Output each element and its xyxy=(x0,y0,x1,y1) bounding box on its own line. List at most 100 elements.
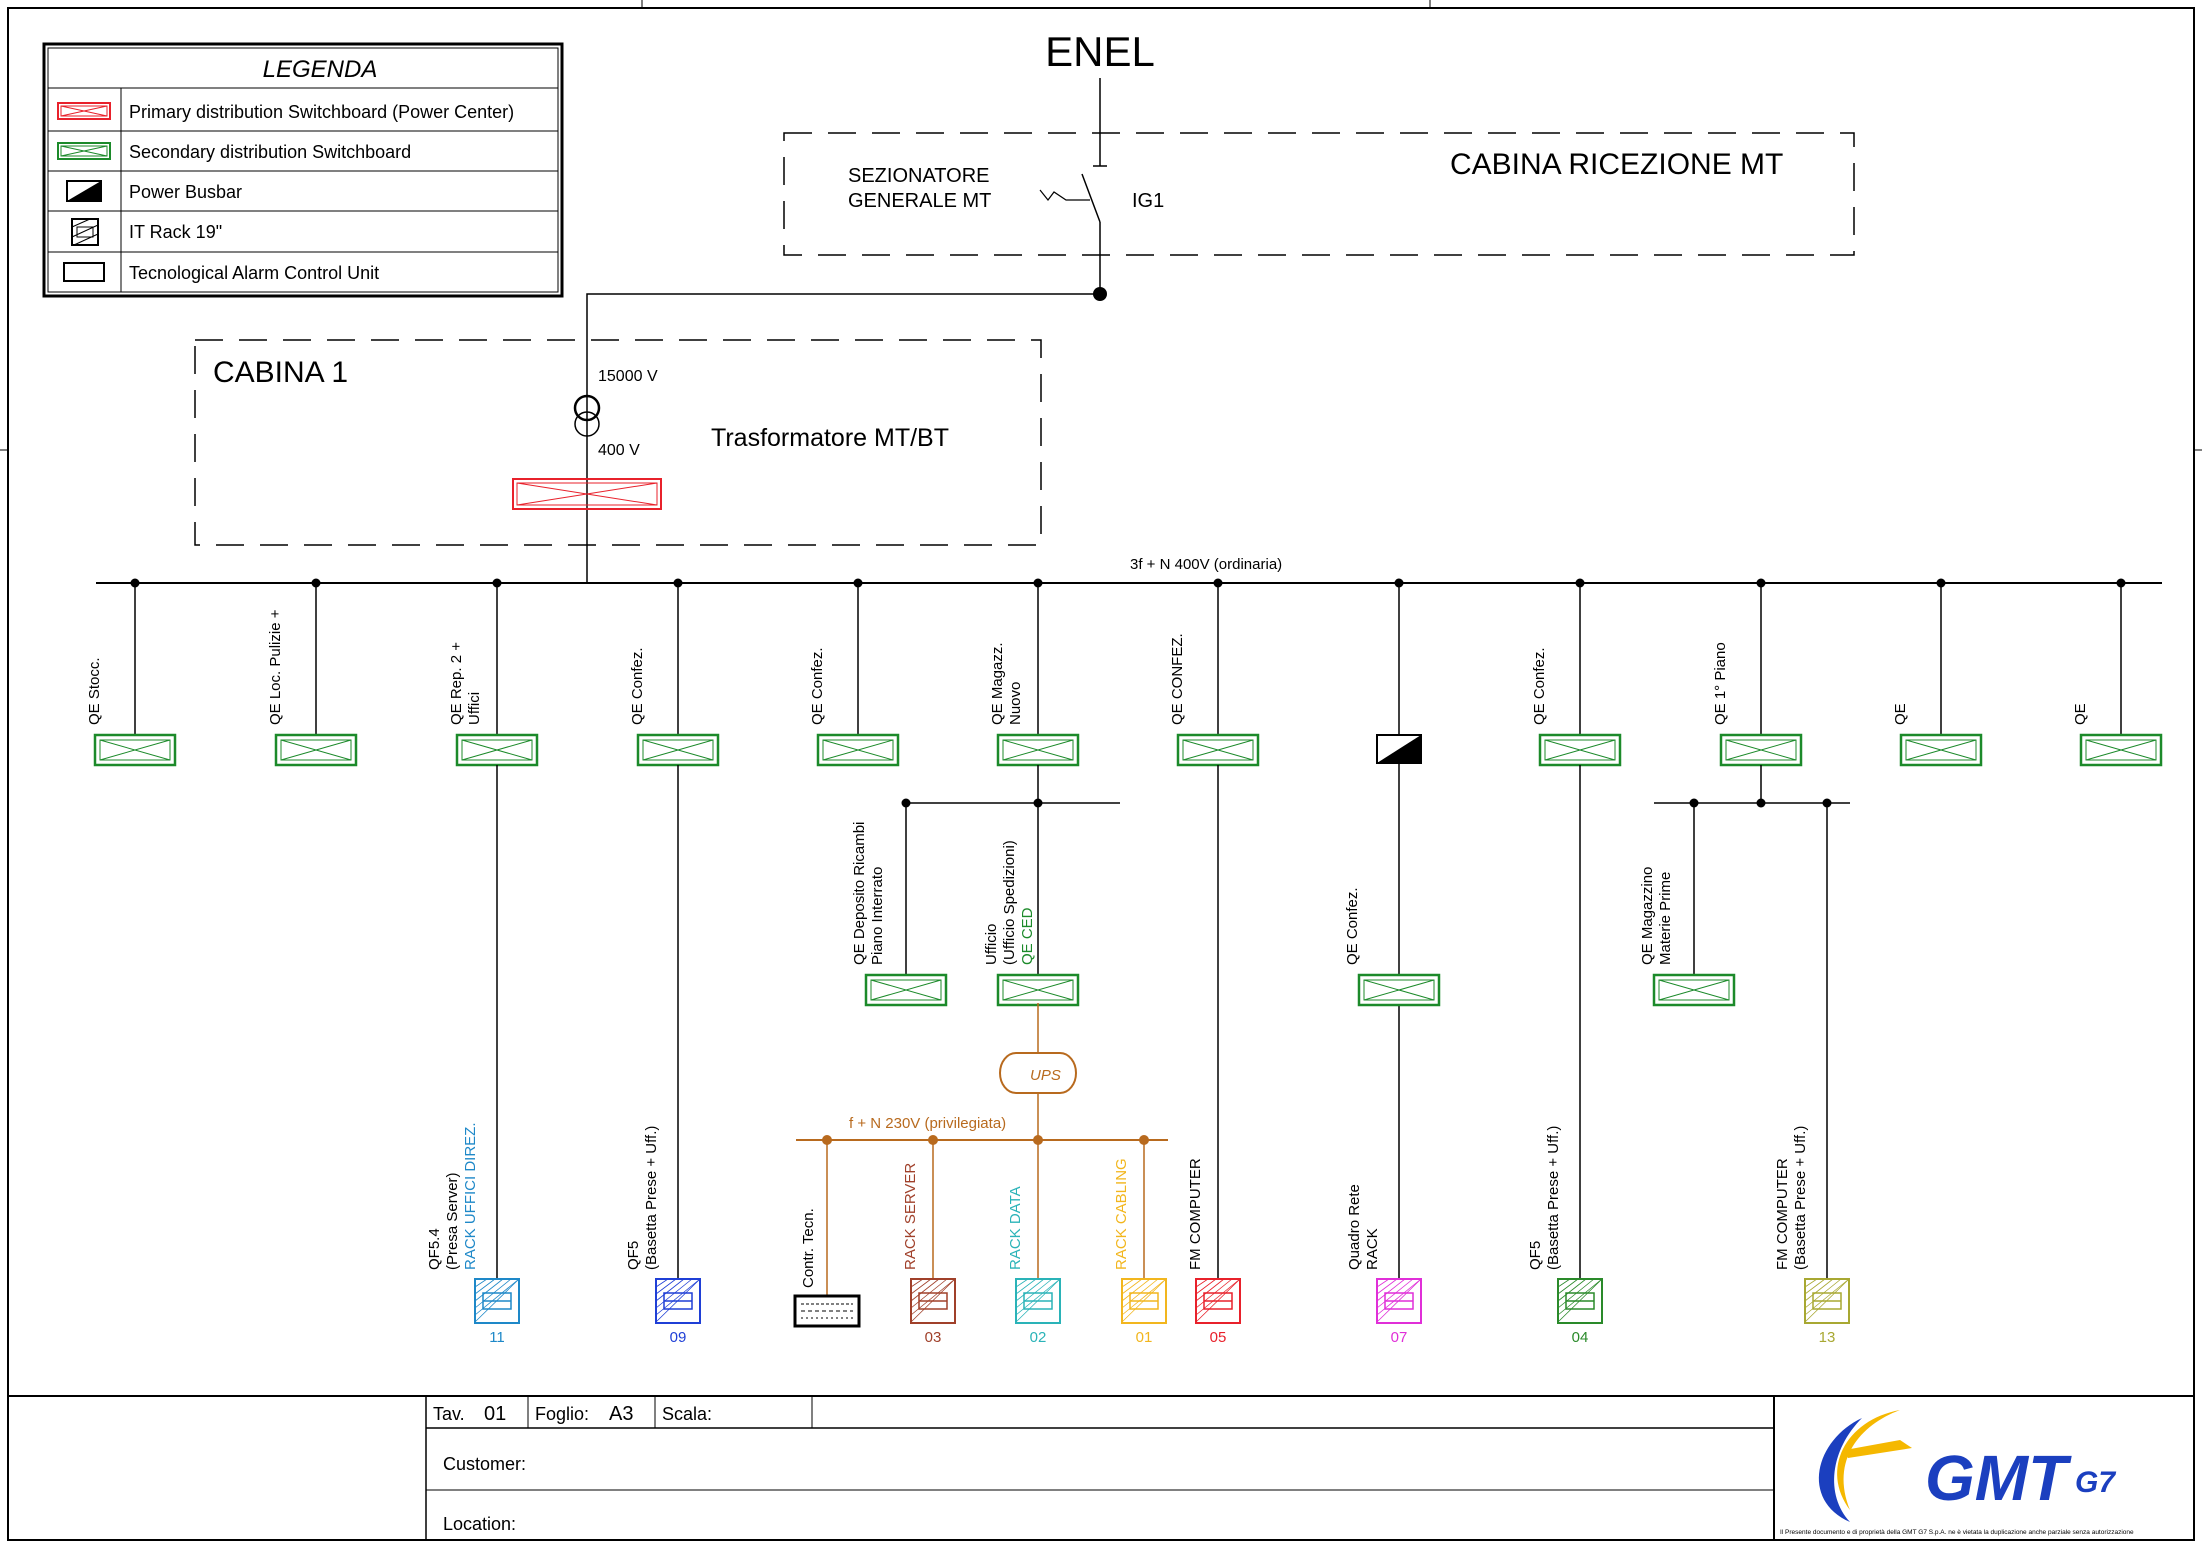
tav-label: Tav. xyxy=(433,1404,465,1424)
feeder-3: QE Rep. 2 +Uffici xyxy=(448,642,539,767)
rack-number: 13 xyxy=(1819,1329,1836,1346)
cabin-1: CABINA 1 15000 V 400 V Trasformatore MT/… xyxy=(194,293,1100,583)
secondary-switchboard xyxy=(1652,973,1736,1007)
gmt-logo: GMT G7 xyxy=(1818,1410,2116,1522)
sub-board-label: QE Confez. xyxy=(1344,887,1361,965)
legend-label-alarm-unit: Tecnological Alarm Control Unit xyxy=(129,263,379,283)
rack-number: 11 xyxy=(489,1329,505,1346)
rack-label: Quadro Rete xyxy=(1346,1184,1363,1270)
it-rack-03: 03 RACK SERVER xyxy=(902,1163,956,1346)
rack-label-2: (Presa Server) xyxy=(444,1172,461,1270)
rack-label-2: (Basetta Prese + Uff.) xyxy=(643,1126,660,1270)
title-block: Tav. 01 Foglio: A3 Scala: Customer: Loca… xyxy=(8,1395,2194,1540)
legend-label-primary: Primary distribution Switchboard (Power … xyxy=(129,102,514,122)
legend-label-busbar: Power Busbar xyxy=(129,182,242,202)
it-rack-04: 04 QF5(Basetta Prese + Uff.) xyxy=(1527,1126,1603,1346)
sub-board-label-2: Piano Interrato xyxy=(869,867,886,965)
feeder-1: QE Stocc. xyxy=(86,657,177,767)
ups-label: UPS xyxy=(1030,1067,1061,1084)
secondary-switchboard xyxy=(2079,733,2163,767)
rack-label: RACK DATA xyxy=(1007,1186,1024,1270)
alarm-control-unit xyxy=(793,1294,861,1328)
secondary-switchboard xyxy=(1357,973,1441,1007)
rack-label: RACK SERVER xyxy=(902,1163,919,1270)
rack-label-2: RACK xyxy=(1364,1228,1381,1270)
feeder-label: QE CONFEZ. xyxy=(1169,633,1186,725)
feeder-10: QE 1° Piano xyxy=(1712,642,1803,767)
location-label: Location: xyxy=(443,1514,516,1534)
disclaimer: Il Presente documento e di proprietà del… xyxy=(1780,1529,2134,1536)
transformer-label: Trasformatore MT/BT xyxy=(711,424,949,452)
voltage-primary: 15000 V xyxy=(598,368,658,385)
secondary-switchboard xyxy=(816,733,900,767)
feeder-5: QE Confez. xyxy=(809,647,900,767)
foglio-label: Foglio: xyxy=(535,1404,589,1424)
rack-number: 07 xyxy=(1391,1329,1408,1346)
secondary-switchboard xyxy=(1719,733,1803,767)
feeder-label: QE Magazz. xyxy=(989,642,1006,725)
drawing-frame xyxy=(7,7,2195,1541)
secondary-switchboard xyxy=(636,733,720,767)
it-rack-09: 09 QF5(Basetta Prese + Uff.) xyxy=(625,1126,701,1346)
feeder-label: QE Confez. xyxy=(809,647,826,725)
secondary-switchboard xyxy=(996,973,1080,1007)
cabin-1-title: CABINA 1 xyxy=(213,356,348,389)
rack-label: QF5 xyxy=(625,1241,642,1270)
sub-board-label: Ufficio xyxy=(983,924,1000,965)
sub-board-label-3: QE CED xyxy=(1019,907,1036,965)
cabin-mt-title: CABINA RICEZIONE MT xyxy=(1450,148,1783,181)
customer-label: Customer: xyxy=(443,1454,526,1474)
legend-alarm-unit-icon xyxy=(63,262,105,282)
secondary-switchboard xyxy=(1538,733,1622,767)
transformer-icon xyxy=(573,394,601,437)
legend-label-it-rack: IT Rack 19" xyxy=(129,222,222,242)
sub-board-label: QE Deposito Ricambi xyxy=(851,822,868,965)
rack-number: 03 xyxy=(925,1329,942,1346)
rack-label-2: (Basetta Prese + Uff.) xyxy=(1792,1126,1809,1270)
disconnector-label-2: GENERALE MT xyxy=(848,190,991,212)
scala-label: Scala: xyxy=(662,1404,712,1424)
alarm-unit-label: Contr. Tecn. xyxy=(800,1208,817,1288)
rack-number: 02 xyxy=(1030,1329,1047,1346)
feeder-12: QE xyxy=(2072,703,2163,767)
rack-label: RACK CABLING xyxy=(1113,1158,1130,1270)
feeder-7: QE CONFEZ. xyxy=(1169,633,1260,767)
legend-primary-switchboard-icon xyxy=(57,102,111,120)
rack-label-2: (Basetta Prese + Uff.) xyxy=(1545,1126,1562,1270)
rack-label: FM COMPUTER xyxy=(1187,1158,1204,1270)
rack-number: 09 xyxy=(670,1329,687,1346)
voltage-secondary: 400 V xyxy=(598,442,640,459)
supply-name: ENEL xyxy=(1045,28,1155,75)
feeder-label: QE xyxy=(2072,703,2089,725)
legend-label-secondary: Secondary distribution Switchboard xyxy=(129,142,411,162)
feeder-4: QE Confez. xyxy=(629,647,720,767)
sub-board-label: QE Magazzino xyxy=(1639,867,1656,965)
feeder-label: QE Loc. Pulizie + xyxy=(267,609,284,725)
rack-number: 04 xyxy=(1572,1329,1589,1346)
feeder-label: QE Rep. 2 + xyxy=(448,642,465,725)
rack-label: QF5 xyxy=(1527,1241,1544,1270)
disconnector-label-1: SEZIONATORE xyxy=(848,165,990,187)
legend-title: LEGENDA xyxy=(263,56,378,83)
rack-number: 01 xyxy=(1136,1329,1153,1346)
tav-value: 01 xyxy=(484,1403,506,1425)
secondary-switchboard xyxy=(455,733,539,767)
sub-board-3: QE Confez. xyxy=(1344,887,1441,1007)
feeder-label: QE xyxy=(1892,703,1909,725)
secondary-switchboard xyxy=(274,733,358,767)
sub-board-label-2: Materie Prime xyxy=(1657,872,1674,965)
it-rack-02: 02 RACK DATA xyxy=(1007,1186,1061,1346)
feeder-2: QE Loc. Pulizie + xyxy=(267,609,358,767)
legend-power-busbar-icon xyxy=(66,180,102,202)
feeder-label: QE Confez. xyxy=(1531,647,1548,725)
sub-board-label-2: (Ufficio Spedizioni) xyxy=(1001,840,1018,965)
feeder-8 xyxy=(1376,734,1422,764)
